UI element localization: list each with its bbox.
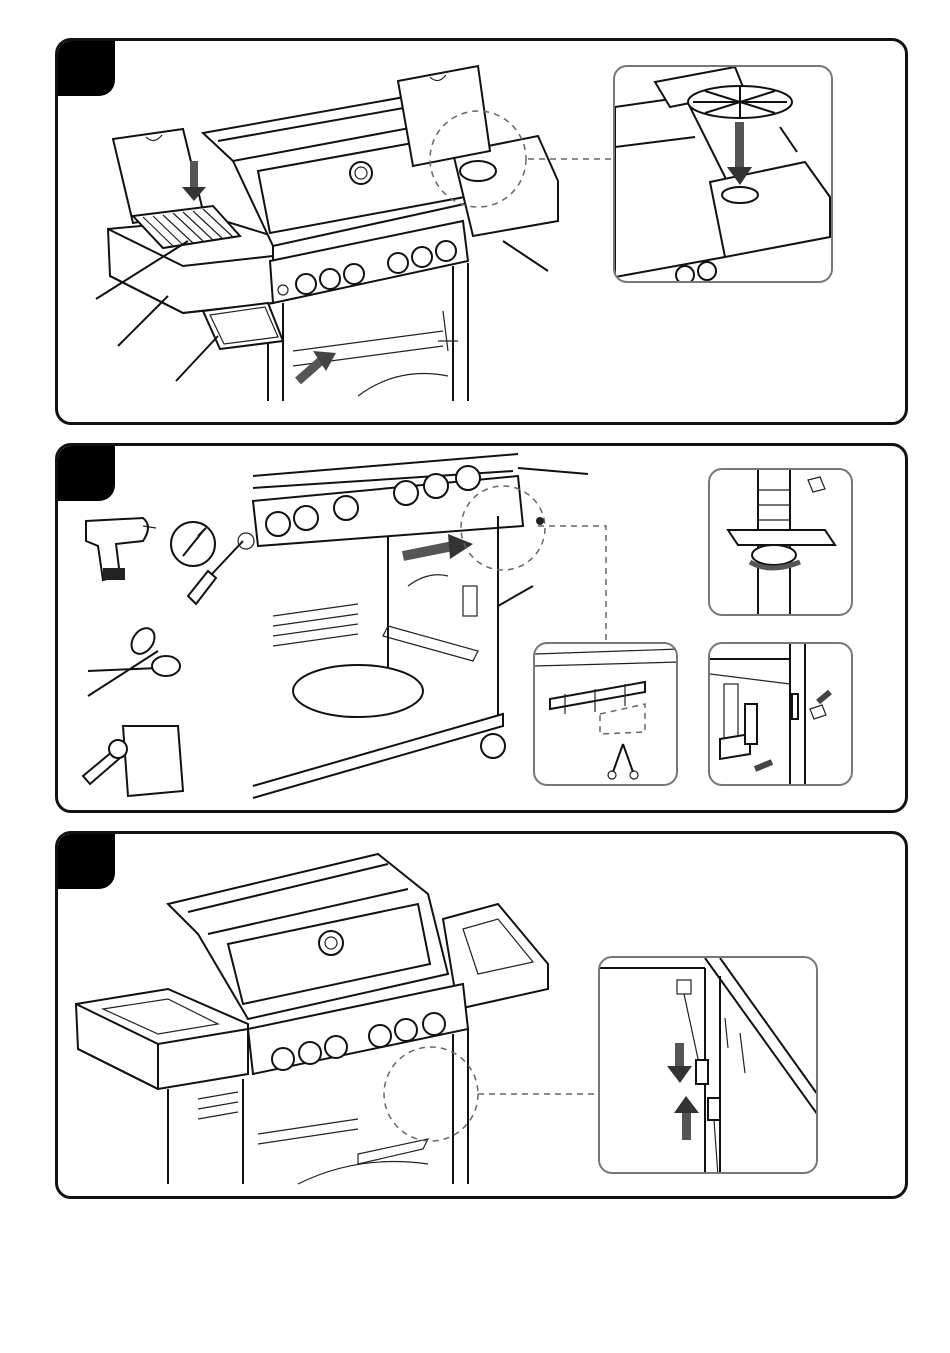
hose-nut-icon xyxy=(710,470,853,616)
drill-icon xyxy=(86,518,156,580)
inset-gas-connector xyxy=(598,956,818,1174)
step-panel-1 xyxy=(55,38,908,425)
screwdriver-icon xyxy=(171,522,254,604)
cable-tie-cut-icon xyxy=(535,644,678,786)
bracket-screw-icon xyxy=(710,644,853,786)
scissors-icon xyxy=(88,624,180,696)
connector-plug-icon xyxy=(600,958,818,1174)
control-panel-icon xyxy=(253,454,588,546)
burner-grate-icon xyxy=(615,67,833,283)
inset-burner-grate xyxy=(613,65,833,283)
inset-bracket-screw xyxy=(708,642,853,786)
step-panel-2 xyxy=(55,443,908,813)
inset-hose-nut xyxy=(708,468,853,616)
assembled-grill-icon xyxy=(76,854,548,1184)
grease-tray-icon xyxy=(203,303,283,349)
step-panel-3 xyxy=(55,831,908,1199)
grill-cabinet xyxy=(253,516,533,798)
inset-cable-tie-cut xyxy=(533,642,678,786)
push-arrow-icon xyxy=(298,351,336,381)
parts-bag-icon xyxy=(83,726,183,796)
